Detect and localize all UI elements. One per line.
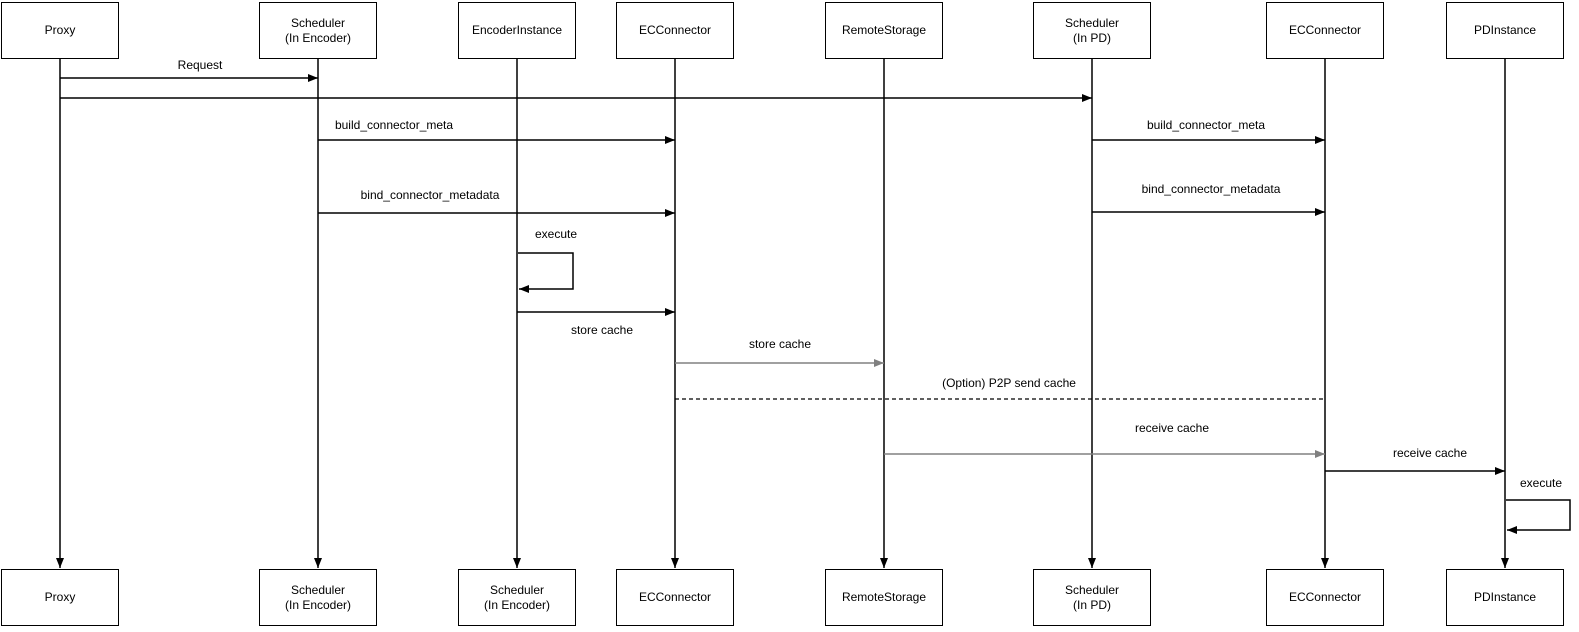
participant-label-line: Scheduler bbox=[290, 582, 346, 597]
participant-bottom-ec-connector-right: ECConnector bbox=[1266, 569, 1384, 626]
participant-label-line: (In Encoder) bbox=[284, 30, 352, 45]
participant-top-ec-connector-left: ECConnector bbox=[616, 2, 734, 59]
message-label-build-connector-meta-pd: build_connector_meta bbox=[1146, 118, 1266, 132]
message-label-build-connector-meta-encoder: build_connector_meta bbox=[334, 118, 454, 132]
self-loop-execute-pd bbox=[1506, 499, 1571, 534]
participant-label-line: Scheduler bbox=[1064, 15, 1120, 30]
message-label-request: Request bbox=[177, 58, 223, 72]
message-label-p2p-send-cache: (Option) P2P send cache bbox=[942, 376, 1076, 390]
participant-top-pd-instance: PDInstance bbox=[1446, 2, 1564, 59]
participant-label-line: Proxy bbox=[44, 590, 76, 604]
participant-label-line: ECConnector bbox=[1288, 23, 1362, 37]
message-label-bind-connector-metadata-encoder: bind_connector_metadata bbox=[360, 188, 500, 202]
participant-label-line: RemoteStorage bbox=[841, 590, 927, 604]
participant-label-line: Scheduler bbox=[1064, 582, 1120, 597]
participant-bottom-scheduler-pd: Scheduler(In PD) bbox=[1033, 569, 1151, 626]
participant-label-line: ECConnector bbox=[638, 23, 712, 37]
participant-bottom-encoder-instance: Scheduler(In Encoder) bbox=[458, 569, 576, 626]
participant-label-line: Scheduler bbox=[290, 15, 346, 30]
message-label-receive-cache-to-ec: receive cache bbox=[1134, 421, 1210, 435]
message-label-execute-encoder: execute bbox=[534, 227, 578, 241]
participant-bottom-scheduler-encoder: Scheduler(In Encoder) bbox=[259, 569, 377, 626]
participant-label-line: (In PD) bbox=[1072, 597, 1111, 612]
participant-top-remote-storage: RemoteStorage bbox=[825, 2, 943, 59]
participant-top-encoder-instance: EncoderInstance bbox=[458, 2, 576, 59]
participant-top-proxy: Proxy bbox=[1, 2, 119, 59]
participant-label-line: PDInstance bbox=[1473, 23, 1537, 37]
message-label-bind-connector-metadata-pd: bind_connector_metadata bbox=[1141, 182, 1281, 196]
participant-bottom-proxy: Proxy bbox=[1, 569, 119, 626]
participant-label-line: ECConnector bbox=[638, 590, 712, 604]
participant-label-line: Scheduler bbox=[489, 582, 545, 597]
self-loop-execute-encoder bbox=[518, 252, 574, 293]
participant-bottom-pd-instance: PDInstance bbox=[1446, 569, 1564, 626]
participant-label-line: (In Encoder) bbox=[483, 597, 551, 612]
participant-label-line: ECConnector bbox=[1288, 590, 1362, 604]
participant-top-ec-connector-right: ECConnector bbox=[1266, 2, 1384, 59]
participant-bottom-remote-storage: RemoteStorage bbox=[825, 569, 943, 626]
participant-label-line: PDInstance bbox=[1473, 590, 1537, 604]
participant-label-line: RemoteStorage bbox=[841, 23, 927, 37]
message-label-store-cache-to-remote: store cache bbox=[748, 337, 812, 351]
participant-top-scheduler-pd: Scheduler(In PD) bbox=[1033, 2, 1151, 59]
message-label-execute-pd: execute bbox=[1519, 476, 1563, 490]
participant-bottom-ec-connector-left: ECConnector bbox=[616, 569, 734, 626]
participant-label-line: EncoderInstance bbox=[471, 23, 563, 37]
participant-label-line: Proxy bbox=[44, 23, 76, 37]
participant-top-scheduler-encoder: Scheduler(In Encoder) bbox=[259, 2, 377, 59]
message-label-store-cache-to-ec: store cache bbox=[570, 323, 634, 337]
message-label-receive-cache-to-pd: receive cache bbox=[1392, 446, 1468, 460]
participant-label-line: (In PD) bbox=[1072, 30, 1111, 45]
participant-label-line: (In Encoder) bbox=[284, 597, 352, 612]
